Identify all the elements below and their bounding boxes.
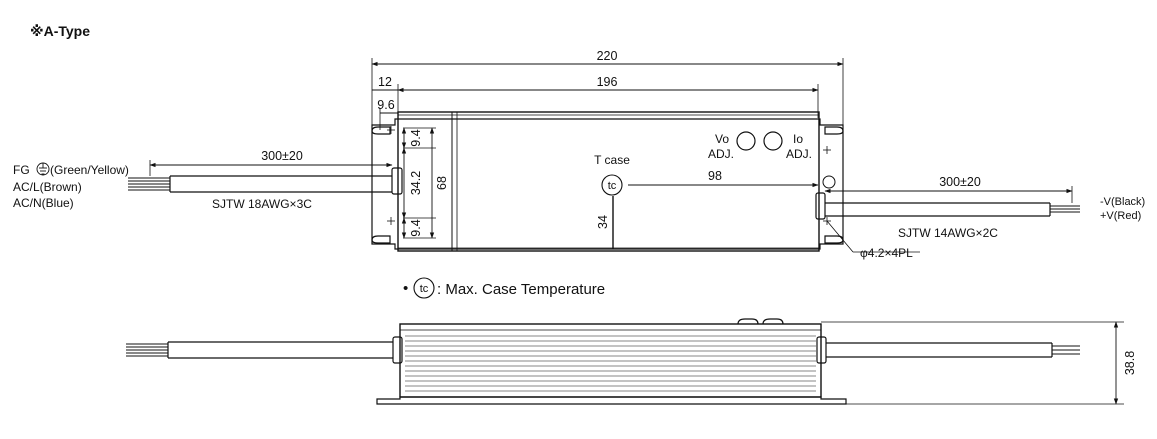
dim-inner-span: 34.2	[409, 171, 423, 195]
top-view	[128, 58, 1080, 253]
dim-overall-length: 220	[597, 49, 618, 63]
mounting-hole-label: φ4.2×4PL	[860, 246, 913, 260]
vo-label: Vo	[715, 132, 729, 146]
legend: • tc : Max. Case Temperature	[403, 277, 605, 299]
io-label: Io	[793, 132, 803, 146]
output-cable-spec: SJTW 14AWG×2C	[898, 226, 998, 240]
dim-flange-offset: 12	[378, 75, 392, 89]
legend-bullet: •	[403, 280, 408, 297]
dim-edge-bottom: 9.4	[409, 219, 423, 236]
svg-text:tc: tc	[608, 180, 617, 192]
io-adj-label: ADJ.	[786, 147, 812, 161]
pos-output-label: +V(Red)	[1100, 210, 1141, 222]
drawing-title: ※A-Type	[30, 23, 90, 39]
ac-neutral-label: AC/N(Blue)	[13, 196, 74, 210]
dim-height: 38.8	[1123, 351, 1137, 375]
fg-label: FG	[13, 163, 30, 177]
dim-body-length: 196	[597, 75, 618, 89]
dim-tc-offset-y: 34	[596, 215, 610, 229]
input-cable-spec: SJTW 18AWG×3C	[212, 197, 312, 211]
legend-tc-icon	[413, 277, 435, 299]
legend-text: : Max. Case Temperature	[437, 281, 605, 298]
output-cable-length: 300±20	[939, 175, 981, 189]
side-view	[126, 318, 1124, 405]
legend-tc-symbol: tc	[420, 283, 429, 295]
tcase-label: T case	[594, 153, 630, 167]
dim-body-width: 68	[435, 176, 449, 190]
ac-line-label: AC/L(Brown)	[13, 180, 82, 194]
neg-output-label: -V(Black)	[1100, 196, 1145, 208]
dim-tc-offset-x: 98	[708, 169, 722, 183]
vo-adj-label: ADJ.	[708, 147, 734, 161]
tc-icon: tc	[601, 174, 623, 196]
ground-icon	[36, 162, 50, 176]
dim-hole-offset: 9.6	[377, 98, 394, 112]
input-cable-length: 300±20	[261, 149, 303, 163]
dim-edge-top: 9.4	[409, 129, 423, 146]
fg-color-label: (Green/Yellow)	[50, 163, 129, 177]
